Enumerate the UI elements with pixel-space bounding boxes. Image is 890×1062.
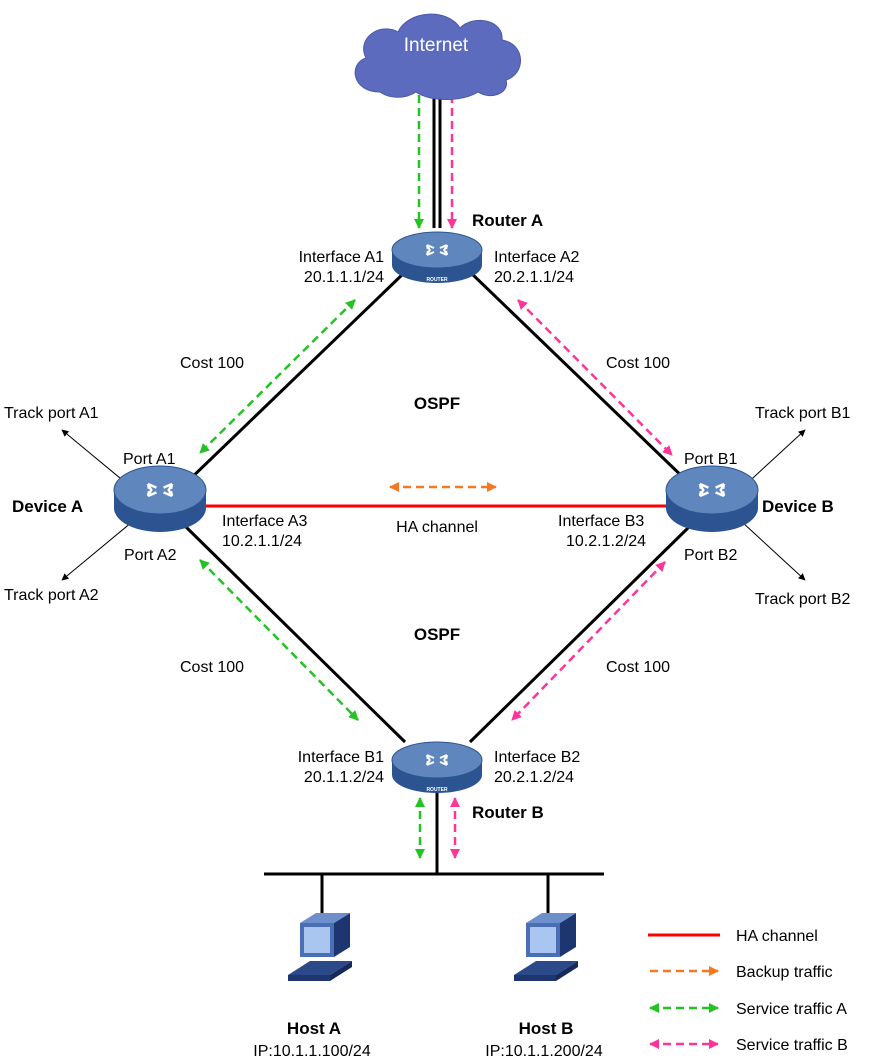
device-b-port2: Port B2 <box>684 547 737 564</box>
device-b-if: Interface B3 <box>558 513 644 530</box>
device-b-track2: Track port B2 <box>755 591 851 608</box>
ospf-label-bottom: OSPF <box>414 625 460 644</box>
cost-label-bottom-left: Cost 100 <box>180 659 244 676</box>
host-b-icon <box>514 913 578 981</box>
device-a-port1: Port A1 <box>123 451 176 468</box>
ha-channel-label: HA channel <box>396 519 478 536</box>
device-b-port1: Port B1 <box>684 451 737 468</box>
device-b-name: Device B <box>762 497 834 516</box>
router-a-if-right: Interface A2 <box>494 249 579 266</box>
router-a-if-left: Interface A1 <box>299 249 384 266</box>
link-device-b-router-b <box>468 524 692 744</box>
router-a-ip-right: 20.2.1.1/24 <box>494 269 574 286</box>
router-a-badge: ROUTER <box>426 277 448 283</box>
device-a-icon <box>113 465 207 532</box>
device-b-track1: Track port B1 <box>755 405 851 422</box>
cost-label-top-right: Cost 100 <box>606 355 670 372</box>
ospf-label-top: OSPF <box>414 394 460 413</box>
cost-label-bottom-right: Cost 100 <box>606 659 670 676</box>
legend-backup-traffic-label: Backup traffic <box>736 964 833 981</box>
legend: HA channel Backup traffic Service traffi… <box>648 928 848 1054</box>
host-a-icon <box>288 913 352 981</box>
host-a-ip: IP:10.1.1.100/24 <box>253 1043 371 1060</box>
link-router-a-device-a <box>183 270 407 486</box>
traffic-arrows <box>199 81 673 859</box>
router-b-if-right: Interface B2 <box>494 749 580 766</box>
host-a-name: Host A <box>287 1019 341 1038</box>
device-b-icon <box>665 465 759 532</box>
router-a-icon: ROUTER <box>391 231 483 283</box>
device-a-track2: Track port A2 <box>4 587 99 604</box>
labels: Router A Interface A1 20.1.1.1/24 Interf… <box>4 211 851 1060</box>
router-b-name: Router B <box>472 803 544 822</box>
router-a-name: Router A <box>472 211 543 230</box>
device-a-track1: Track port A1 <box>4 405 99 422</box>
legend-service-b-label: Service traffic B <box>736 1037 848 1054</box>
service-traffic-a-upper <box>199 299 356 454</box>
router-b-if-left: Interface B1 <box>298 749 384 766</box>
link-router-a-device-b <box>468 270 692 486</box>
service-traffic-a-lower <box>199 559 359 721</box>
track-arrow-a2 <box>61 521 133 581</box>
legend-service-a-label: Service traffic A <box>736 1001 847 1018</box>
cloud-icon: Internet <box>354 13 521 100</box>
router-b-ip-right: 20.2.1.2/24 <box>494 769 574 786</box>
links <box>183 85 692 925</box>
device-b-ip: 10.2.1.2/24 <box>566 533 646 550</box>
router-b-ip-left: 20.1.1.2/24 <box>304 769 384 786</box>
router-b-icon: ROUTER <box>391 741 483 793</box>
router-a-ip-left: 20.1.1.1/24 <box>304 269 384 286</box>
device-a-port2: Port A2 <box>124 547 177 564</box>
legend-ha-channel-label: HA channel <box>736 928 818 945</box>
track-arrow-b2 <box>741 521 806 581</box>
device-a-if: Interface A3 <box>222 513 307 530</box>
service-traffic-b-upper <box>517 299 673 456</box>
host-b-name: Host B <box>519 1019 574 1038</box>
device-a-name: Device A <box>12 497 83 516</box>
cloud-label: Internet <box>404 35 469 56</box>
cost-label-top-left: Cost 100 <box>180 355 244 372</box>
service-traffic-b-lower <box>511 561 666 721</box>
host-b-ip: IP:10.1.1.200/24 <box>485 1043 603 1060</box>
router-b-badge: ROUTER <box>426 787 448 793</box>
device-a-ip: 10.2.1.1/24 <box>222 533 302 550</box>
link-device-a-router-b <box>183 524 407 744</box>
